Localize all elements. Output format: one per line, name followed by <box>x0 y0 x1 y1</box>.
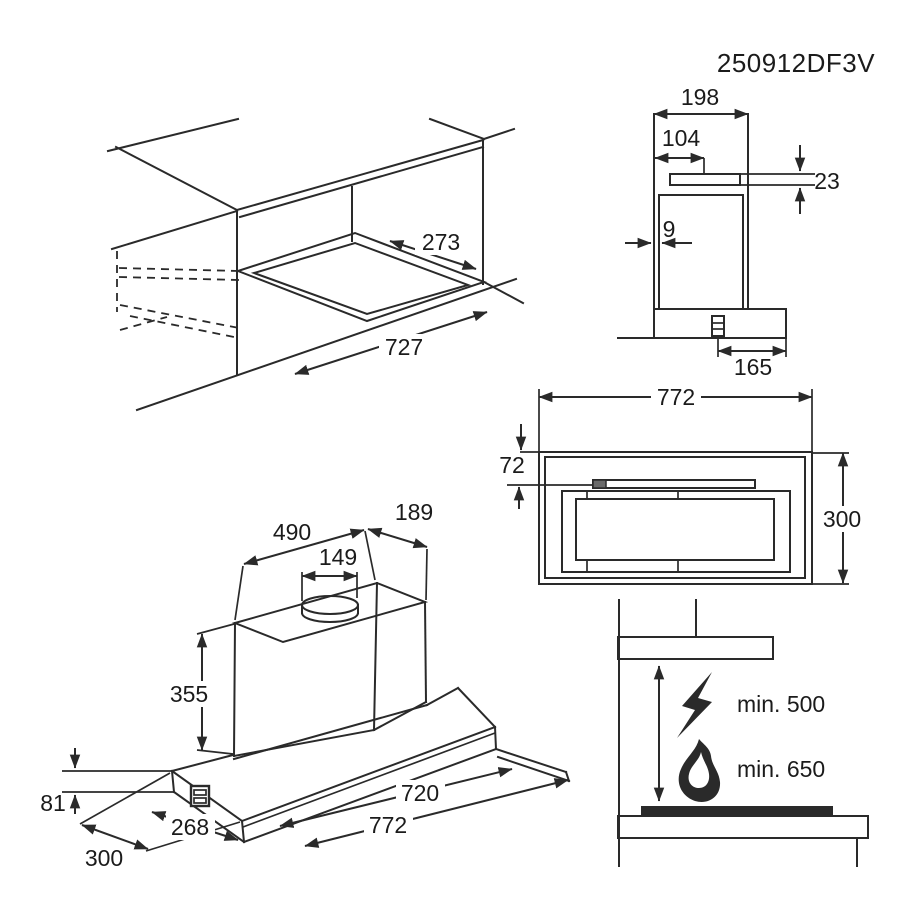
body-depth-label: 189 <box>395 499 433 525</box>
flame-icon-highlight <box>688 752 710 788</box>
cutout-width-label: 727 <box>385 334 423 360</box>
bottom-panel-inner <box>544 456 806 579</box>
gas-clearance-label: min. 650 <box>737 756 825 782</box>
body-width-label: 490 <box>273 519 311 545</box>
body-height-label: 355 <box>170 681 208 707</box>
side-bottom-depth-label: 165 <box>734 354 772 380</box>
side-cap-height-label: 23 <box>814 168 840 194</box>
cutout-rim-inner <box>250 241 472 316</box>
hood-bottom-panel-view: 772 72 300 <box>494 384 867 585</box>
panel-width-label: 772 <box>657 384 695 410</box>
counter-outline <box>617 815 869 839</box>
side-top-width-label: 198 <box>681 84 719 110</box>
inner-width-label: 720 <box>401 780 439 806</box>
handle-strip <box>592 479 756 489</box>
lightning-icon <box>677 672 712 738</box>
hood-isometric-view: 149 490 189 355 <box>40 499 571 871</box>
hood-side-profile-view: 198 104 23 9 165 <box>617 84 840 380</box>
control-switch-icon <box>711 315 725 337</box>
control-switch-icon <box>189 784 211 808</box>
hood-outline <box>617 636 774 660</box>
handle-strip-cap <box>592 479 607 489</box>
grease-filter-inner <box>575 498 775 561</box>
panel-front-offset-label: 72 <box>499 452 525 478</box>
installation-clearance-view: min. 500 min. 650 <box>617 599 869 867</box>
side-wall-thickness-label: 9 <box>663 216 676 242</box>
model-number: 250912DF3V <box>717 48 875 78</box>
base-height-label: 81 <box>40 790 66 816</box>
hood-body-top <box>231 581 429 644</box>
cabinet-recess-view: 273 727 <box>106 117 525 412</box>
electric-clearance-label: min. 500 <box>737 691 825 717</box>
side-cap-width-label: 104 <box>662 125 701 151</box>
total-width-label: 772 <box>369 812 407 838</box>
panel-depth-label: 300 <box>823 506 861 532</box>
cutout-depth-label: 273 <box>422 229 460 255</box>
base-depth-label: 300 <box>85 845 123 871</box>
front-depth-label: 268 <box>171 814 209 840</box>
hob-outline <box>641 806 833 816</box>
grease-filter-outer <box>561 490 791 573</box>
bottom-panel-outer <box>538 451 813 585</box>
bottom-visor-box <box>653 308 787 339</box>
top-cap-plate <box>669 173 741 186</box>
duct-collar <box>301 595 359 615</box>
duct-diameter-label: 149 <box>319 544 357 570</box>
